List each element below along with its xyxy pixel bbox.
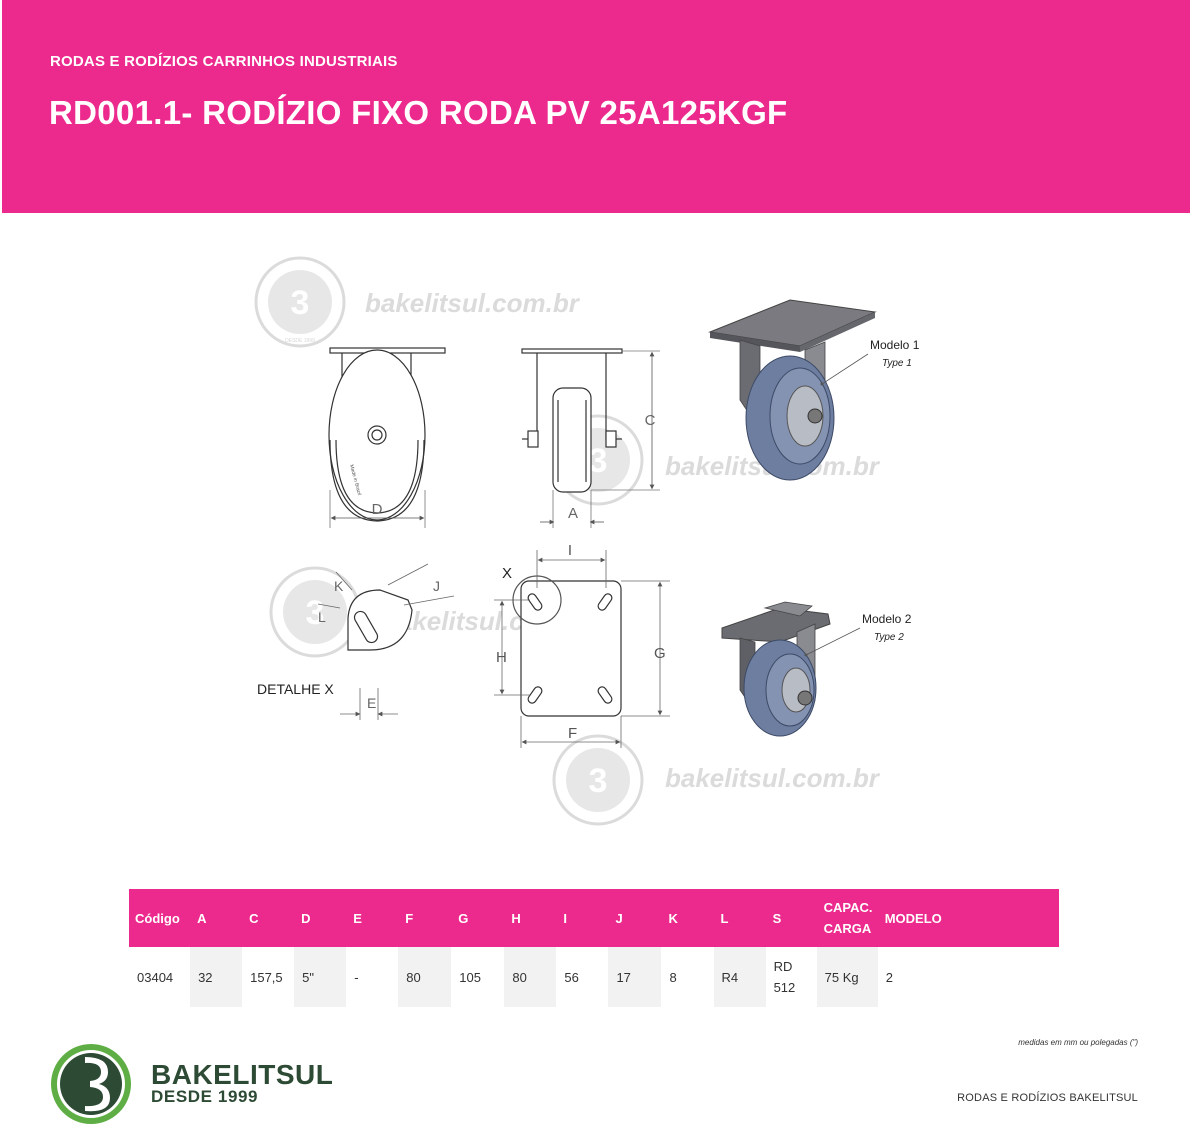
bakelitsul-logo [51,1044,131,1124]
cell-s: RD 512 [766,947,817,1007]
s-line2: 512 [773,980,796,995]
dim-label-x: X [502,565,512,582]
table-row: 03404 32 157,5 5" - 80 105 80 56 17 8 R4… [129,947,1058,1007]
model1-label: Modelo 1 [870,338,920,352]
col-header-j: J [608,889,663,947]
cell-codigo: 03404 [137,969,174,985]
model2-type: Type 2 [874,632,904,643]
model2-render [721,601,831,737]
watermark-since-text: DESDE 1999 [285,338,315,344]
cell-c: 157,5 [250,969,283,985]
dim-label-k: K [334,578,344,594]
cell-j: 17 [608,947,662,1007]
brand-name: BAKELITSUL [151,1059,334,1090]
col-header-modelo: MODELO [877,889,1060,947]
dimension-a: A [540,490,604,528]
cell-f: 80 [398,947,452,1007]
side-view [521,348,623,493]
col-header-c: C [242,889,296,947]
detail-x [347,589,413,651]
col-header-e: E [346,889,400,947]
detail-x-dimensions [317,563,455,720]
svg-text:3: 3 [589,762,608,800]
cell-g: 105 [459,969,481,985]
watermark-text: bakelitsul.com.br [365,288,581,318]
cell-h: 80 [504,947,557,1007]
col-header-s: S [765,889,818,947]
svg-text:3: 3 [589,442,608,480]
s-line1: RD [773,959,793,974]
dim-label-e: E [367,695,376,711]
capac-line1: CAPAC. [823,900,873,915]
dim-label-l: L [318,609,326,625]
cell-k: 8 [669,969,677,985]
cell-modelo: 2 [885,969,893,985]
dimension-d: D [329,490,426,528]
cell-e: - [354,969,359,985]
col-header-i: I [556,889,610,947]
watermark-text: bakelitsul.com.br [665,763,881,793]
dim-label-i: I [568,542,572,559]
category-label: RODAS E RODÍZIOS CARRINHOS INDUSTRIAIS [50,53,398,70]
model2-callout: Modelo 2 Type 2 [804,612,912,657]
dim-label-d: D [372,501,383,518]
col-header-g: G [451,889,506,947]
col-header-k: K [661,889,715,947]
col-header-d: D [294,889,348,947]
capac-line2: CARGA [823,921,872,936]
dimension-c: C [591,350,660,491]
dim-label-j: J [433,578,440,594]
cell-l: R4 [713,947,766,1007]
col-header-l: L [713,889,767,947]
table-header-row: Código A C D E F G H I J K L S CAPAC. CAR… [129,889,1060,947]
watermark-bottom: 3 bakelitsul.com.br [552,734,881,826]
footer-tagline: RODAS E RODÍZIOS BAKELITSUL [957,1092,1138,1104]
technical-drawing: 3 DESDE 1999 bakelitsul.com.br 3 bakelit… [254,256,920,826]
dim-label-g: G [654,645,666,662]
cell-capac-carga: 75 Kg [816,947,878,1007]
col-header-codigo: Código [129,889,192,947]
watermark-top: 3 DESDE 1999 bakelitsul.com.br [254,256,581,348]
model1-callout: Modelo 1 Type 1 [820,338,920,386]
detail-x-label: DETALHE X [257,681,334,697]
col-header-a: A [190,889,244,947]
product-title: RD001.1- RODÍZIO FIXO RODA PV 25A125KGF [49,94,788,131]
top-plate-view [512,575,622,717]
dim-label-a: A [568,505,578,522]
model1-render [708,299,877,481]
dim-label-h: H [496,649,507,666]
brand-since: DESDE 1999 [151,1087,259,1106]
col-header-h: H [504,889,558,947]
model2-label: Modelo 2 [862,612,912,626]
cell-a: 32 [190,947,243,1007]
cell-d: 5" [294,947,347,1007]
front-view: Made in Brazil [328,347,446,522]
plate-dimensions [494,550,670,748]
col-header-f: F [398,889,453,947]
model1-type: Type 1 [882,358,912,369]
col-header-capac-carga: CAPAC. CARGA [816,889,879,947]
cell-i: 56 [564,969,579,985]
svg-text:3: 3 [291,284,310,322]
units-note: medidas em mm ou polegadas (") [1018,1038,1138,1047]
dim-label-c: C [645,412,656,429]
dim-label-f: F [568,725,577,742]
svg-text:3: 3 [306,594,325,632]
page-header: RODAS E RODÍZIOS CARRINHOS INDUSTRIAIS R… [2,0,1190,213]
specification-table: Código A C D E F G H I J K L S CAPAC. CAR… [129,889,1060,1007]
